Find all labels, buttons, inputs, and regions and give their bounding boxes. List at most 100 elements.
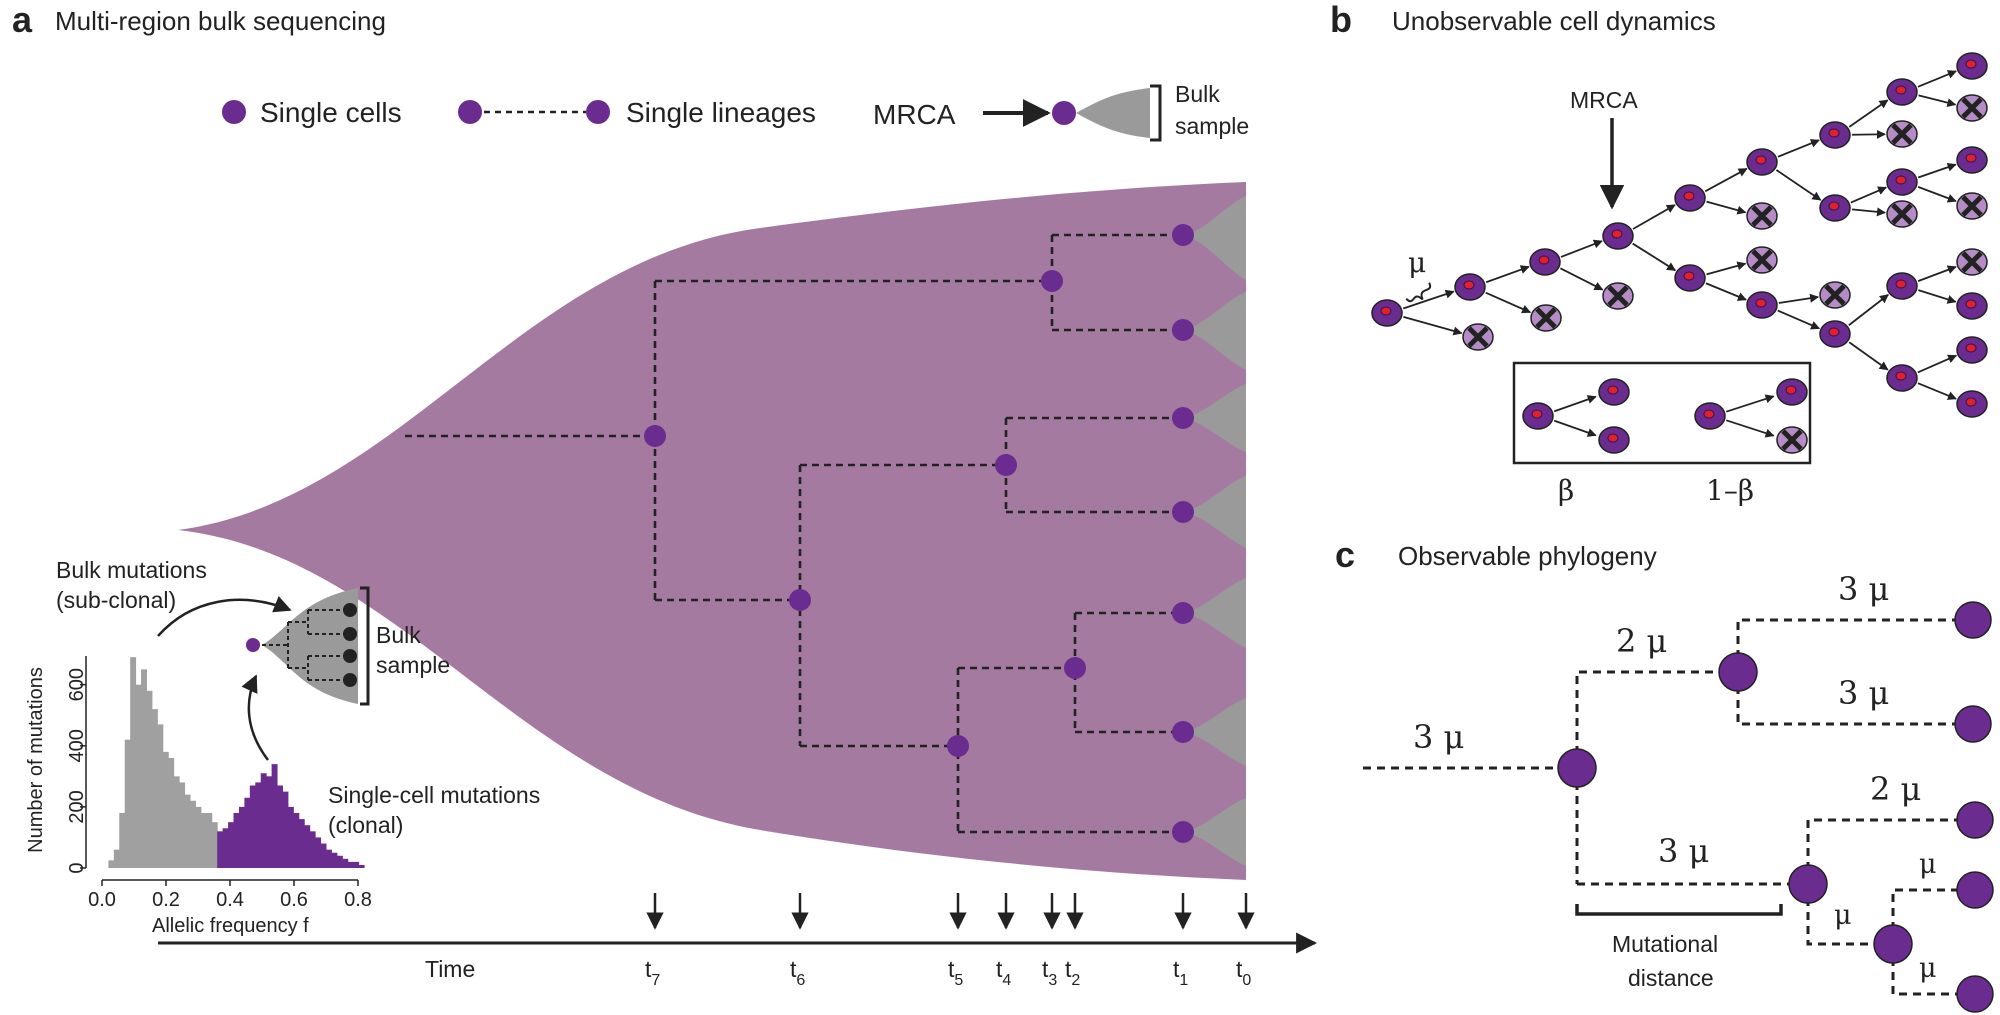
hist-bar-sc-26: [358, 864, 365, 868]
branch-label-leaf-3: 2 μ: [1870, 770, 1921, 808]
hist-bar-sc-1: [222, 828, 229, 868]
hist-bar-bulk-13: [179, 782, 186, 868]
hist-bar-bulk-5: [135, 684, 142, 868]
cell-a: [1371, 299, 1403, 327]
inset-bulk-sample: Bulk sample: [246, 586, 450, 706]
hist-bar-bulk-9: [157, 724, 164, 868]
node-t3: [1041, 270, 1063, 292]
time-tick-label-2: t2: [1065, 956, 1080, 989]
hist-x-label: Allelic frequency f: [152, 915, 309, 937]
branch-label-upper: 2 μ: [1616, 622, 1667, 660]
panel-b-mrca-label: MRCA: [1570, 87, 1638, 113]
hist-xtick-0.4: 0.4: [216, 889, 244, 911]
hist-bar-sc-2: [228, 822, 235, 868]
cell-aa: [1956, 52, 1988, 80]
leaf-cell-1: [1172, 224, 1194, 246]
time-label: Time: [425, 956, 475, 982]
time-tick-label-1: t1: [1173, 956, 1188, 989]
hist-bar-bulk-17: [200, 813, 207, 868]
inset-mrca-dot: [246, 638, 260, 652]
cell-i: [1674, 264, 1706, 292]
hist-bar-bulk-4: [130, 657, 137, 868]
tumor-growth-area: [178, 182, 1246, 880]
time-tick-label-5: t5: [948, 956, 963, 989]
lineage-tree: [405, 233, 1183, 834]
phylo-node-root: [1557, 748, 1597, 788]
mutational-distance-bracket: [1575, 904, 1783, 916]
inset-bulk-arrow: [157, 596, 292, 637]
panel-b-title: Unobservable cell dynamics: [1392, 6, 1716, 36]
legend-mrca-label: MRCA: [873, 99, 956, 130]
panel-c-title: Observable phylogeny: [1398, 541, 1657, 571]
legend: Single cells Single lineages MRCA Bulk s…: [222, 81, 1249, 142]
hist-bar-bulk-8: [151, 709, 158, 868]
node-t2: [1064, 657, 1086, 679]
hist-xtick-0.6: 0.6: [280, 889, 308, 911]
legend-bulk-label-2: sample: [1175, 113, 1249, 139]
legend-bulk-bracket: [1150, 84, 1162, 142]
bulk-cone-4: [1183, 476, 1246, 548]
hist-bar-sc-11: [277, 785, 283, 868]
rule-beta-child-2: [1598, 426, 1630, 454]
leaf-cell-6: [1172, 721, 1194, 743]
hist-bar-sc-10: [271, 764, 278, 868]
leaf-cell-2: [1172, 319, 1194, 341]
legend-single-cell-dot: [222, 100, 246, 124]
hist-bar-bulk-3: [124, 739, 131, 868]
hist-bar-bulk-12: [173, 776, 180, 868]
time-tick-label-0: t0: [1236, 956, 1251, 989]
branch-label-leaf-2: 3 μ: [1838, 674, 1889, 712]
hist-bar-sc-8: [260, 773, 267, 868]
hist-bar-bulk-6: [141, 669, 147, 868]
hist-xtick-0.0: 0.0: [88, 889, 116, 911]
hist-bar-sc-16: [304, 825, 311, 868]
hist-ytick-200: 200: [66, 790, 88, 823]
cell-ai: [1956, 336, 1988, 364]
hist-bar-sc-3: [233, 813, 240, 868]
hist-bar-bulk-18: [206, 813, 213, 868]
phylogeny-nodes: [1557, 601, 1994, 1013]
hist-bar-bulk-2: [119, 813, 126, 868]
node-t5: [947, 735, 969, 757]
hist-bar-bulk-1: [113, 849, 120, 868]
cell-aj: [1956, 390, 1988, 418]
hist-bar-sc-5: [244, 797, 251, 868]
hist-bar-sc-17: [309, 831, 316, 868]
hist-bar-sc-4: [238, 806, 245, 868]
cell-c: [1454, 273, 1486, 301]
bulk-cone-2: [1183, 292, 1246, 370]
hist-ytick-400: 400: [66, 729, 88, 762]
division-rules: [1522, 378, 1808, 454]
leaf-cell-7: [1172, 821, 1194, 843]
leaf-cell-4: [1172, 501, 1194, 523]
branch-label-leaf-4: μ: [1919, 849, 1937, 880]
cell-s: [1886, 120, 1918, 148]
panel-b-rule-box: [1512, 361, 1812, 465]
inset-bulk-label-2: sample: [376, 652, 450, 678]
hist-bar-sc-13: [287, 806, 294, 868]
rule-death-child-2: [1776, 426, 1808, 454]
bulk-cone-3: [1183, 384, 1246, 452]
cell-d: [1530, 304, 1562, 332]
legend-single-lineages-label: Single lineages: [626, 97, 816, 128]
hist-bar-sc-0: [217, 831, 224, 868]
branch-label-lowest: μ: [1834, 900, 1852, 931]
cell-ad: [1956, 192, 1988, 220]
hist-bar-sc-9: [266, 776, 273, 868]
cell-x: [1886, 364, 1918, 392]
time-tick-label-4: t4: [996, 956, 1011, 989]
cell-k: [1746, 202, 1778, 230]
time-tick-label-6: t6: [790, 956, 805, 989]
legend-bulk-label-1: Bulk: [1175, 81, 1220, 107]
panel-a-title: Multi-region bulk sequencing: [55, 6, 386, 36]
hist-xtick-0.2: 0.2: [152, 889, 180, 911]
hist-bar-sc-20: [326, 849, 332, 868]
panel-a-letter: a: [12, 0, 33, 40]
phylo-node-upper: [1718, 652, 1758, 692]
phylo-leaf-3: [1956, 801, 1994, 839]
phylo-leaf-1: [1954, 601, 1992, 639]
hist-bar-bulk-19: [211, 822, 218, 868]
